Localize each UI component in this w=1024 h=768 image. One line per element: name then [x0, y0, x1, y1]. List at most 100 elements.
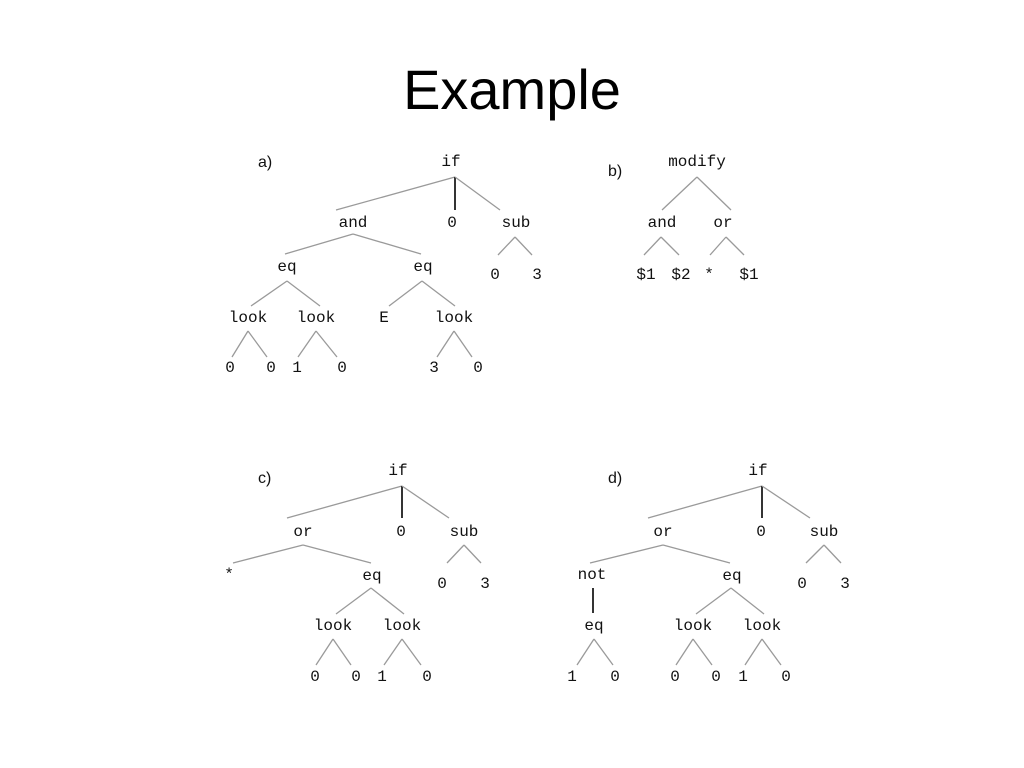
node: look — [674, 617, 712, 635]
tree-b: b) modify and or $1 $2 * $1 — [608, 153, 759, 284]
edge — [661, 176, 698, 211]
edge — [725, 236, 745, 256]
node: 0 — [711, 668, 721, 686]
edge — [730, 587, 765, 615]
node: $1 — [636, 266, 655, 284]
node: 1 — [567, 668, 577, 686]
node: eq — [722, 567, 741, 585]
edge — [297, 330, 317, 358]
node: 0 — [670, 668, 680, 686]
node: or — [293, 523, 312, 541]
node: 1 — [377, 668, 387, 686]
node: * — [224, 566, 234, 584]
node: look — [297, 309, 335, 327]
edge — [647, 485, 763, 519]
node: look — [435, 309, 473, 327]
node: 0 — [756, 523, 766, 541]
edge — [250, 280, 288, 307]
node: E — [379, 309, 389, 327]
edge — [315, 638, 334, 666]
edge — [675, 638, 694, 666]
tree-b-label: b) — [608, 163, 622, 180]
edge — [286, 485, 403, 519]
node: sub — [502, 214, 531, 232]
edge — [576, 638, 595, 666]
edge — [370, 587, 405, 615]
edge — [463, 544, 482, 564]
node: 0 — [422, 668, 432, 686]
node: or — [653, 523, 672, 541]
node: 0 — [797, 575, 807, 593]
edge — [401, 638, 422, 666]
edge — [335, 176, 456, 211]
edge — [332, 638, 352, 666]
node: sub — [810, 523, 839, 541]
edge — [514, 236, 533, 256]
tree-d-label: d) — [608, 470, 622, 487]
node: * — [704, 266, 714, 284]
node: or — [713, 214, 732, 232]
edge — [302, 544, 372, 564]
node: look — [229, 309, 267, 327]
node: modify — [668, 153, 726, 171]
edge — [401, 485, 450, 519]
edge — [696, 176, 732, 211]
edge — [589, 544, 664, 564]
edge — [446, 544, 465, 564]
node: $2 — [671, 266, 690, 284]
node: 0 — [437, 575, 447, 593]
node: eq — [362, 567, 381, 585]
edge — [805, 544, 825, 564]
node: 3 — [532, 266, 542, 284]
edge — [497, 236, 516, 256]
edge — [593, 638, 614, 666]
node: look — [383, 617, 421, 635]
edge — [383, 638, 403, 666]
edge — [232, 544, 304, 564]
node: if — [441, 153, 460, 171]
tree-c-label: c) — [258, 470, 271, 487]
node: eq — [584, 617, 603, 635]
node: 0 — [473, 359, 483, 377]
edge — [662, 544, 731, 564]
node: 0 — [781, 668, 791, 686]
edge — [823, 544, 842, 564]
edge — [454, 176, 501, 211]
node: eq — [413, 258, 432, 276]
edge — [315, 330, 338, 358]
node: 3 — [480, 575, 490, 593]
node: if — [748, 462, 767, 480]
edge — [761, 485, 811, 519]
edge — [231, 330, 249, 358]
edge — [335, 587, 372, 615]
edge — [421, 280, 456, 307]
node: look — [743, 617, 781, 635]
edge — [660, 236, 680, 256]
node: 0 — [490, 266, 500, 284]
tree-d: d) if or 0 sub not eq 0 3 eq 1 0 look lo… — [567, 462, 850, 686]
edge — [453, 330, 473, 358]
node: if — [388, 462, 407, 480]
node: look — [314, 617, 352, 635]
node: 0 — [351, 668, 361, 686]
node: 1 — [292, 359, 302, 377]
node: 1 — [738, 668, 748, 686]
edge — [692, 638, 713, 666]
node: not — [578, 566, 607, 584]
tree-a-label: a) — [258, 154, 272, 171]
node: and — [339, 214, 368, 232]
tree-c: c) if or 0 sub * eq 0 3 look look 0 0 1 … — [224, 462, 490, 686]
edge — [643, 236, 662, 256]
edge — [352, 233, 422, 255]
node: 0 — [266, 359, 276, 377]
edge — [709, 236, 727, 256]
node: 0 — [396, 523, 406, 541]
node: 0 — [337, 359, 347, 377]
node: 3 — [429, 359, 439, 377]
node: and — [648, 214, 677, 232]
node: 0 — [310, 668, 320, 686]
edge — [436, 330, 455, 358]
node: 0 — [610, 668, 620, 686]
edge — [284, 233, 354, 255]
